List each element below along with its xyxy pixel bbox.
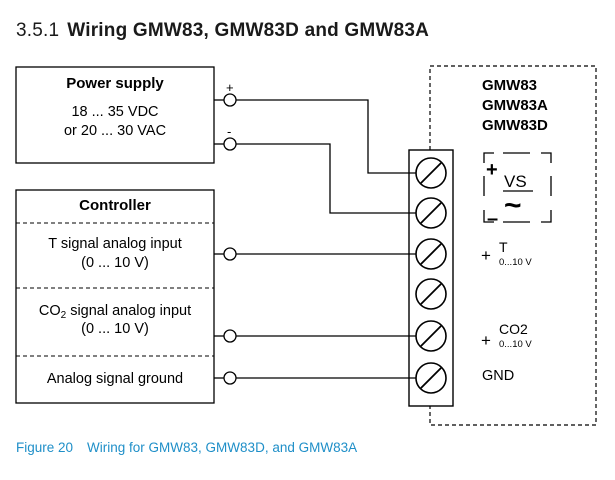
vs-plus-sign: + [486,159,498,181]
terminal-4-unused [415,278,447,310]
vs-minus-sign: – [487,208,498,230]
figure-caption: Figure 20 Wiring for GMW83, GMW83D, and G… [16,440,357,455]
co2-output-range: 0...10 V [499,339,532,350]
vs-ac-symbol: ~ [504,189,522,222]
terminal-1-vs-plus [415,157,447,189]
figure-caption-text: Wiring for GMW83, GMW83D, and GMW83A [87,440,358,455]
gnd-label: GND [482,368,514,384]
wire-power-minus [236,143,416,214]
co2-signal-input-range: (0 ... 10 V) [81,321,149,337]
connector-t-input [223,247,237,261]
section-heading: 3.5.1 Wiring GMW83, GMW83D and GMW83A [16,20,429,42]
controller-title: Controller [79,197,151,214]
connector-power-minus [223,137,237,151]
co2-output-plus: + [481,331,491,350]
co2-signal-input-label: CO2 signal analog input [39,303,191,321]
power-supply-ac-range: or 20 ... 30 VAC [64,123,166,139]
device-model-gmw83a: GMW83A [482,97,548,114]
t-output-label: T [499,239,508,255]
power-minus-sign: - [227,124,231,139]
t-signal-input-label: T signal analog input [48,236,182,252]
wire-power-plus [236,99,416,174]
power-supply-box: Power supply 18 ... 35 VDC or 20 ... 30 … [15,66,215,164]
connector-power-plus [223,93,237,107]
terminal-5-co2-output [415,320,447,352]
section-title-text: Wiring GMW83, GMW83D and GMW83A [67,20,430,41]
device-model-gmw83: GMW83 [482,77,537,94]
figure-label: Figure 20 [16,440,74,455]
connector-circles [223,93,237,385]
terminal-6-gnd [415,362,447,394]
wires [214,99,416,379]
analog-ground-label: Analog signal ground [47,371,183,387]
t-output-range: 0...10 V [499,257,532,268]
power-supply-dc-range: 18 ... 35 VDC [71,104,158,120]
connector-co2-input [223,329,237,343]
controller-box: Controller T signal analog input (0 ... … [15,189,215,404]
vs-label: VS [504,172,527,191]
co2-output-label: CO2 [499,321,528,337]
power-supply-title: Power supply [66,75,164,92]
terminal-3-t-output [415,238,447,270]
power-plus-sign: + [226,80,234,95]
section-number: 3.5.1 [16,20,60,41]
t-output-plus: + [481,246,491,265]
terminal-2-vs-minus [415,197,447,229]
device-model-gmw83d: GMW83D [482,117,548,134]
supply-voltage-symbol: + VS ~ – [483,152,552,230]
t-signal-input-range: (0 ... 10 V) [81,255,149,271]
terminal-screws [415,157,447,394]
connector-ground [223,371,237,385]
